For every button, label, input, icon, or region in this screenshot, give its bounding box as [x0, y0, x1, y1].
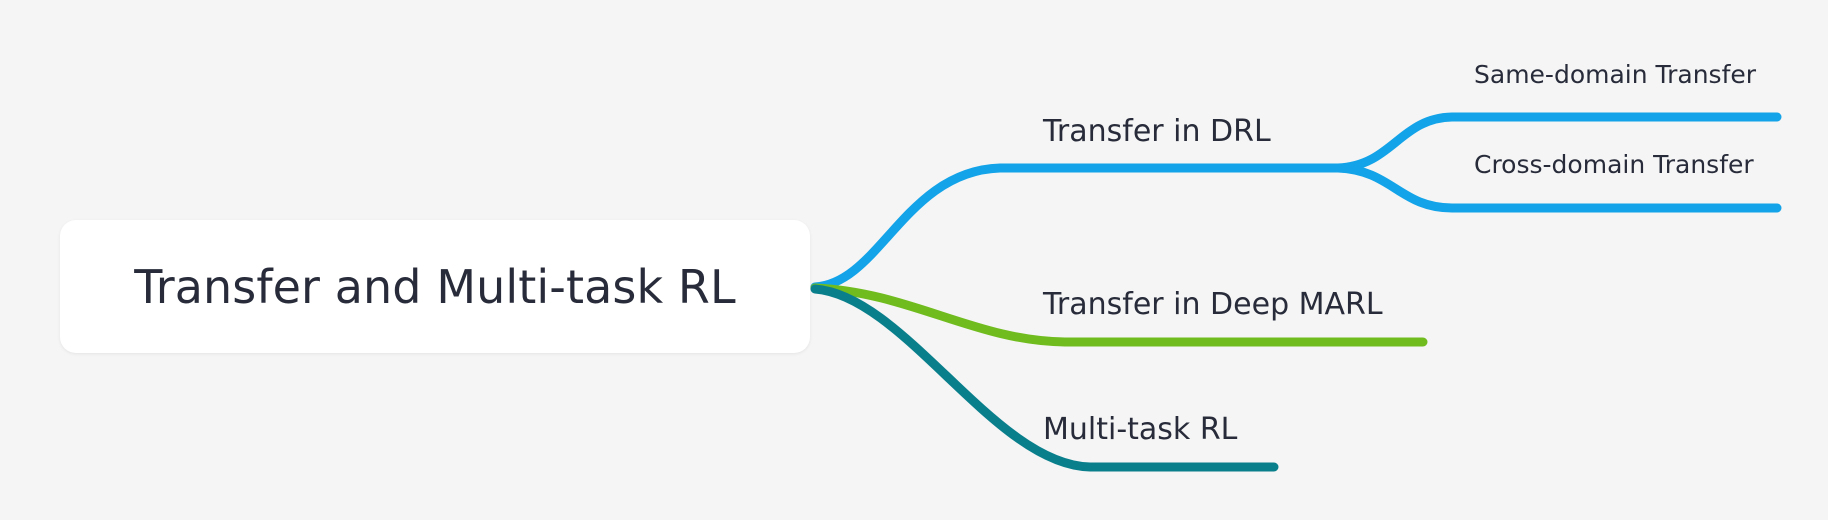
branch-node-transfer-in-drl[interactable]: Transfer in DRL — [1043, 117, 1271, 147]
branch-label-transfer-in-drl: Transfer in DRL — [1043, 114, 1271, 149]
branch-node-same-domain-transfer[interactable]: Same-domain Transfer — [1474, 62, 1756, 87]
root-node[interactable]: Transfer and Multi-task RL — [60, 220, 810, 353]
edge-same-domain-transfer — [1333, 112, 1782, 173]
branch-label-same-domain-transfer: Same-domain Transfer — [1474, 60, 1757, 89]
edge-cross-domain-transfer — [1333, 163, 1782, 213]
edge-multi-task-rl — [810, 284, 1279, 472]
branch-label-cross-domain-transfer: Cross-domain Transfer — [1474, 150, 1754, 179]
root-node-label: Transfer and Multi-task RL — [134, 259, 736, 314]
edge-transfer-in-deep-marl — [810, 283, 1428, 347]
branch-label-multi-task-rl: Multi-task RL — [1043, 412, 1238, 447]
branch-label-transfer-in-deep-marl: Transfer in Deep MARL — [1043, 287, 1383, 322]
branch-node-transfer-in-deep-marl[interactable]: Transfer in Deep MARL — [1043, 290, 1383, 320]
edge-transfer-in-drl — [810, 163, 1345, 292]
branch-node-multi-task-rl[interactable]: Multi-task RL — [1043, 415, 1237, 445]
branch-node-cross-domain-transfer[interactable]: Cross-domain Transfer — [1474, 152, 1754, 177]
